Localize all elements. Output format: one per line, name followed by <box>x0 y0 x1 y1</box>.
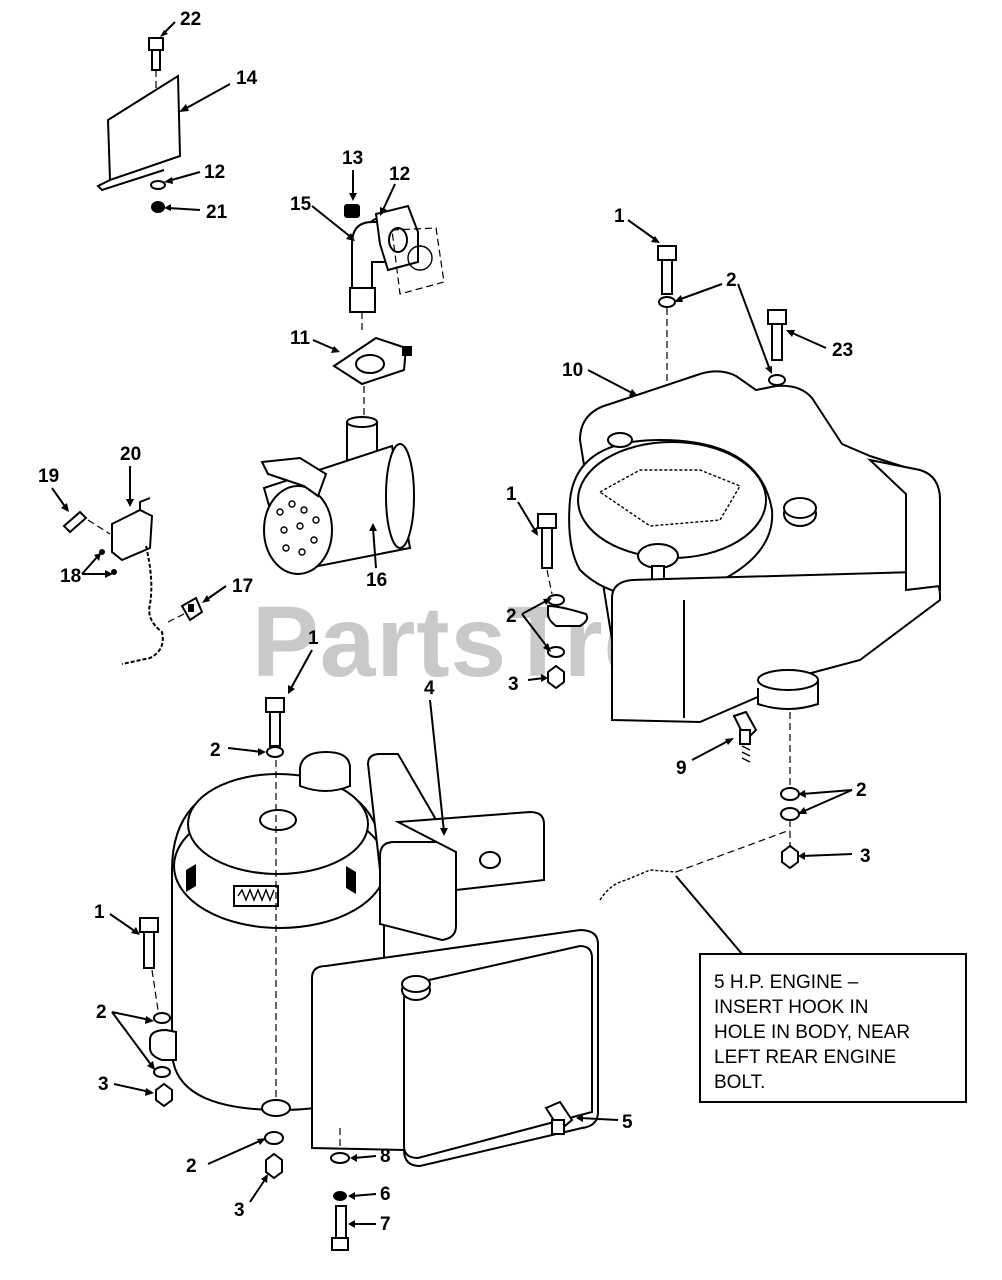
washer-2-bottom-b[interactable] <box>780 807 800 821</box>
callout-2-engine4[interactable]: 2 <box>210 740 221 761</box>
washer-2-bottom-a[interactable] <box>780 787 800 801</box>
exhaust-gasket[interactable] <box>391 227 445 295</box>
callout-21[interactable]: 21 <box>206 202 228 223</box>
callout-18[interactable]: 18 <box>60 566 81 587</box>
stop-bracket-20[interactable] <box>111 497 154 562</box>
note-line-3: HOLE IN BODY, NEAR <box>714 1022 910 1043</box>
callout-3-bottom[interactable]: 3 <box>860 846 871 867</box>
callout-2-left[interactable]: 2 <box>506 606 517 627</box>
heat-shield-assembly[interactable] <box>96 21 231 213</box>
callout-22[interactable]: 22 <box>180 9 201 30</box>
note-box <box>699 953 967 1103</box>
spring-19[interactable] <box>62 510 88 534</box>
callout-1-left[interactable]: 1 <box>506 484 517 505</box>
lockwasher-6[interactable] <box>333 1191 347 1201</box>
engine-mount-tab <box>547 604 589 627</box>
fitting-9[interactable] <box>732 710 758 763</box>
screw-13[interactable] <box>344 204 360 218</box>
washer-2-engine4-bottom[interactable] <box>264 1131 284 1145</box>
callout-15[interactable]: 15 <box>290 194 312 215</box>
bolt-7[interactable] <box>331 1205 349 1251</box>
nut-21[interactable] <box>151 201 165 213</box>
callout-14[interactable]: 14 <box>236 68 258 89</box>
engine-10[interactable] <box>517 219 941 870</box>
washer-8[interactable] <box>330 1152 350 1164</box>
callout-5[interactable]: 5 <box>622 1112 633 1133</box>
washer-2-engine4-top[interactable] <box>266 746 284 758</box>
washer-2-23[interactable] <box>768 374 786 386</box>
bolt-1-left[interactable] <box>537 513 557 569</box>
washer-12-shield[interactable] <box>150 180 166 190</box>
callout-12b[interactable]: 12 <box>389 164 410 185</box>
washer-2-top[interactable] <box>658 296 676 308</box>
callout-23[interactable]: 23 <box>832 340 853 361</box>
callout-8[interactable]: 8 <box>380 1146 391 1167</box>
washer-2-left-b[interactable] <box>547 646 565 658</box>
callout-6[interactable]: 6 <box>380 1184 391 1205</box>
nut-3-engine4-left[interactable] <box>155 1082 173 1108</box>
drain-fitting-5[interactable] <box>544 1100 574 1135</box>
nut-3-bottom[interactable] <box>781 844 799 870</box>
callout-16[interactable]: 16 <box>366 570 387 591</box>
callout-4[interactable]: 4 <box>424 678 435 699</box>
note-line-1: 5 H.P. ENGINE – <box>714 972 859 993</box>
callout-2-top[interactable]: 2 <box>726 270 737 291</box>
callout-1-engine4[interactable]: 1 <box>308 628 319 649</box>
callout-2-engine4-bottom[interactable]: 2 <box>186 1156 197 1177</box>
screw-18-b[interactable] <box>111 569 117 575</box>
note-line-5: BOLT. <box>714 1072 765 1093</box>
bolt-1-top[interactable] <box>657 245 677 295</box>
callout-17[interactable]: 17 <box>232 576 253 597</box>
nut-3-left[interactable] <box>547 664 565 690</box>
muffler-assembly[interactable] <box>260 170 445 575</box>
washer-2-engine4-left-a[interactable] <box>153 1012 171 1024</box>
nut-3-engine4-bottom[interactable] <box>265 1152 283 1180</box>
callout-12[interactable]: 12 <box>204 162 225 183</box>
callout-2-bottom[interactable]: 2 <box>856 780 867 801</box>
muffler-bracket-11[interactable] <box>332 336 412 386</box>
engine4-mount-tab <box>149 1028 177 1061</box>
callout-11[interactable]: 11 <box>290 328 311 349</box>
bolt-1-engine4-left[interactable] <box>139 917 159 969</box>
callout-13[interactable]: 13 <box>342 148 363 169</box>
hook-part[interactable] <box>599 869 677 901</box>
note-line-2: INSERT HOOK IN <box>714 997 869 1018</box>
wire-connector-17[interactable] <box>180 596 204 622</box>
bolt-23[interactable] <box>767 309 787 361</box>
callout-1-top[interactable]: 1 <box>614 206 625 227</box>
bolt-1-engine4-top[interactable] <box>265 697 285 747</box>
callout-1-engine4-left[interactable]: 1 <box>94 902 105 923</box>
washer-2-engine4-left-b[interactable] <box>153 1066 171 1078</box>
heat-shield-14[interactable] <box>96 74 182 192</box>
callout-3-left[interactable]: 3 <box>508 674 519 695</box>
washer-2-left-a[interactable] <box>547 594 565 606</box>
engine-4[interactable] <box>109 649 619 1251</box>
callout-19[interactable]: 19 <box>38 466 59 487</box>
callout-3-engine4-bottom[interactable]: 3 <box>234 1200 245 1221</box>
callout-9[interactable]: 9 <box>676 758 687 779</box>
note-line-4: LEFT REAR ENGINE <box>714 1047 896 1068</box>
callout-7[interactable]: 7 <box>380 1214 391 1235</box>
callout-2-engine4-left[interactable]: 2 <box>96 1002 107 1023</box>
bolt-22[interactable] <box>148 37 164 71</box>
callout-20[interactable]: 20 <box>120 444 141 465</box>
exhaust-elbow-15[interactable] <box>349 204 419 313</box>
callout-labels: 22 14 12 21 13 12 15 11 16 20 19 18 17 1… <box>38 9 871 1235</box>
callout-10[interactable]: 10 <box>562 360 583 381</box>
ignition-stop-assembly[interactable] <box>51 466 227 665</box>
muffler-16[interactable] <box>260 416 415 575</box>
hook-note: 5 H.P. ENGINE – INSERT HOOK IN HOLE IN B… <box>599 829 967 1103</box>
callout-3-engine4-left[interactable]: 3 <box>98 1074 109 1095</box>
stop-wire <box>121 545 164 665</box>
